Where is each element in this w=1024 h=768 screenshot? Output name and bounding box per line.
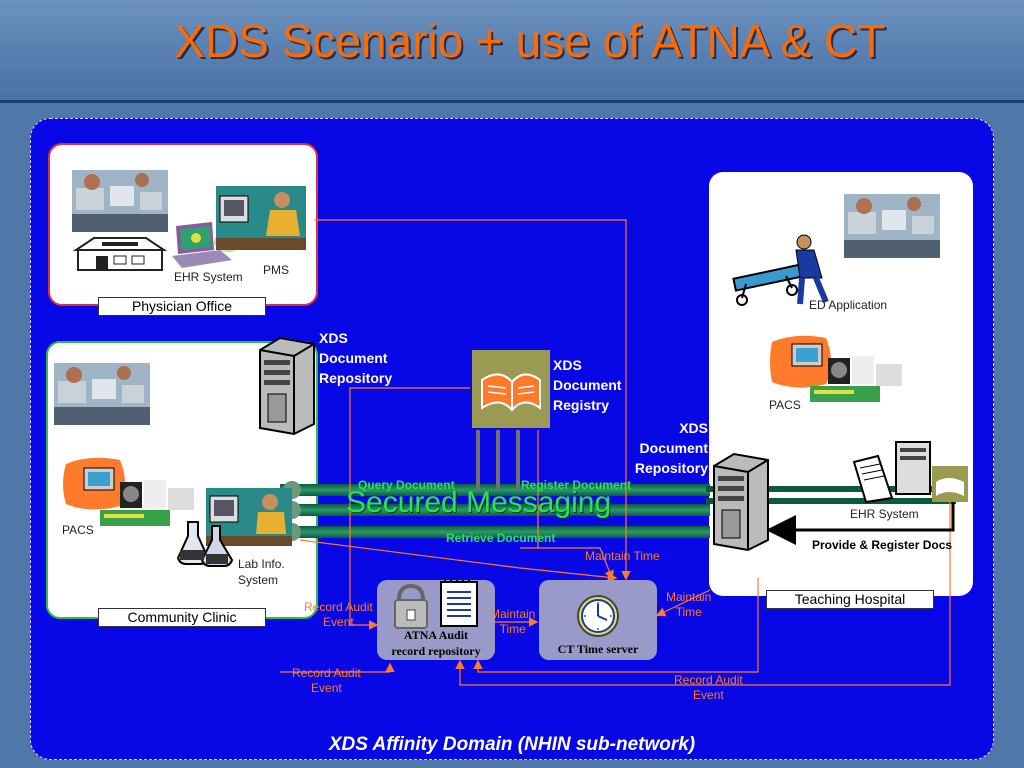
pacs-icon [60, 454, 196, 534]
pms-label: PMS [263, 263, 290, 277]
left-repository-line-1: XDS [319, 330, 348, 346]
maintain-time-right-line-2: Time [675, 605, 702, 619]
hospital-pacs-icon [768, 332, 904, 410]
ehr-system-label: EHR System [174, 270, 243, 284]
left-repository-line-2: Document [319, 350, 388, 366]
atna-label: ATNA Audit record repository [377, 627, 495, 659]
record-audit-c-line-1: Record Audit [674, 673, 743, 687]
record-audit-a-line-1: Record Audit [304, 600, 373, 614]
hospital-ehr-label: EHR System [850, 507, 919, 521]
title-bar [0, 0, 1024, 100]
right-repository-line-1: XDS [679, 420, 708, 436]
secured-messaging-band [280, 480, 710, 542]
record-audit-c-label: Record Audit Event [674, 673, 743, 703]
lab-info-system-label: Lab Info. System [238, 556, 285, 588]
right-pipe-extension [706, 486, 956, 526]
lab-label-line-2: System [238, 573, 279, 587]
ambulance-stretcher-icon [726, 232, 842, 310]
right-server-icon [708, 452, 774, 552]
affinity-domain-footer: XDS Affinity Domain (NHIN sub-network) [328, 734, 696, 755]
registry-label: XDS Document Registry [553, 355, 621, 415]
record-audit-b-line-1: Record Audit [292, 666, 361, 680]
registry-line-1: XDS [553, 357, 582, 373]
maintain-time-left-line-1: Maintain [490, 607, 536, 621]
building-icon [72, 236, 168, 272]
registry-book-icon [472, 350, 550, 428]
provide-register-label: Provide & Register Docs [812, 538, 953, 552]
record-audit-b-line-2: Event [311, 681, 342, 695]
left-repository-label: XDS Document Repository [319, 328, 392, 388]
ct-time-server-box [539, 580, 657, 660]
lab-flasks-icon [176, 518, 236, 568]
maintain-time-right-line-1: Maintain [666, 590, 712, 604]
registry-line-3: Registry [553, 397, 610, 413]
server-icon [254, 336, 320, 436]
clinic-workers-photo [54, 363, 150, 425]
atna-audit-box [377, 580, 495, 660]
record-audit-b-label: Record Audit Event [292, 666, 361, 696]
hospital-pacs-label: PACS [769, 398, 801, 412]
ct-label: CT Time server [557, 642, 639, 656]
query-document-label: Query Document [358, 478, 455, 492]
atna-label-line-2: record repository [391, 644, 481, 658]
lab-label-line-1: Lab Info. [238, 557, 285, 571]
community-clinic-label: Community Clinic [98, 608, 266, 627]
left-repository-line-3: Repository [319, 370, 393, 386]
maintain-time-right-label: Maintain Time [666, 590, 711, 620]
retrieve-document-label: Retrieve Document [446, 531, 556, 545]
registry-line-2: Document [553, 377, 622, 393]
ehr-system-server-icon [848, 438, 968, 504]
ed-application-label: ED Application [809, 298, 888, 312]
register-document-label: Register Document [521, 478, 632, 492]
right-repository-label: XDS Document Repository [618, 418, 708, 478]
right-repository-line-3: Repository [634, 460, 708, 476]
record-audit-a-line-2: Event [323, 615, 354, 629]
record-audit-a-label: Record Audit Event [304, 600, 373, 630]
teaching-hospital-label: Teaching Hospital [766, 590, 934, 609]
maintain-time-left-line-2: Time [499, 622, 526, 636]
atna-label-line-1: ATNA Audit [403, 628, 469, 642]
record-audit-c-line-2: Event [693, 688, 724, 702]
office-workers-photo [72, 170, 168, 232]
clinic-pacs-label: PACS [62, 523, 94, 537]
title-underline [0, 100, 1024, 103]
secured-messaging-label: Secured Messaging [346, 486, 612, 519]
maintain-time-top-label: Maintain Time [585, 549, 660, 563]
slide-title: XDS Scenario + use of ATNA & CT [174, 15, 886, 67]
hospital-workers-photo [844, 194, 940, 258]
right-repository-line-2: Document [639, 440, 708, 456]
pms-workstation-icon [216, 186, 306, 250]
physician-office-label: Physician Office [98, 297, 266, 316]
maintain-time-left-label: Maintain Time [490, 607, 535, 637]
